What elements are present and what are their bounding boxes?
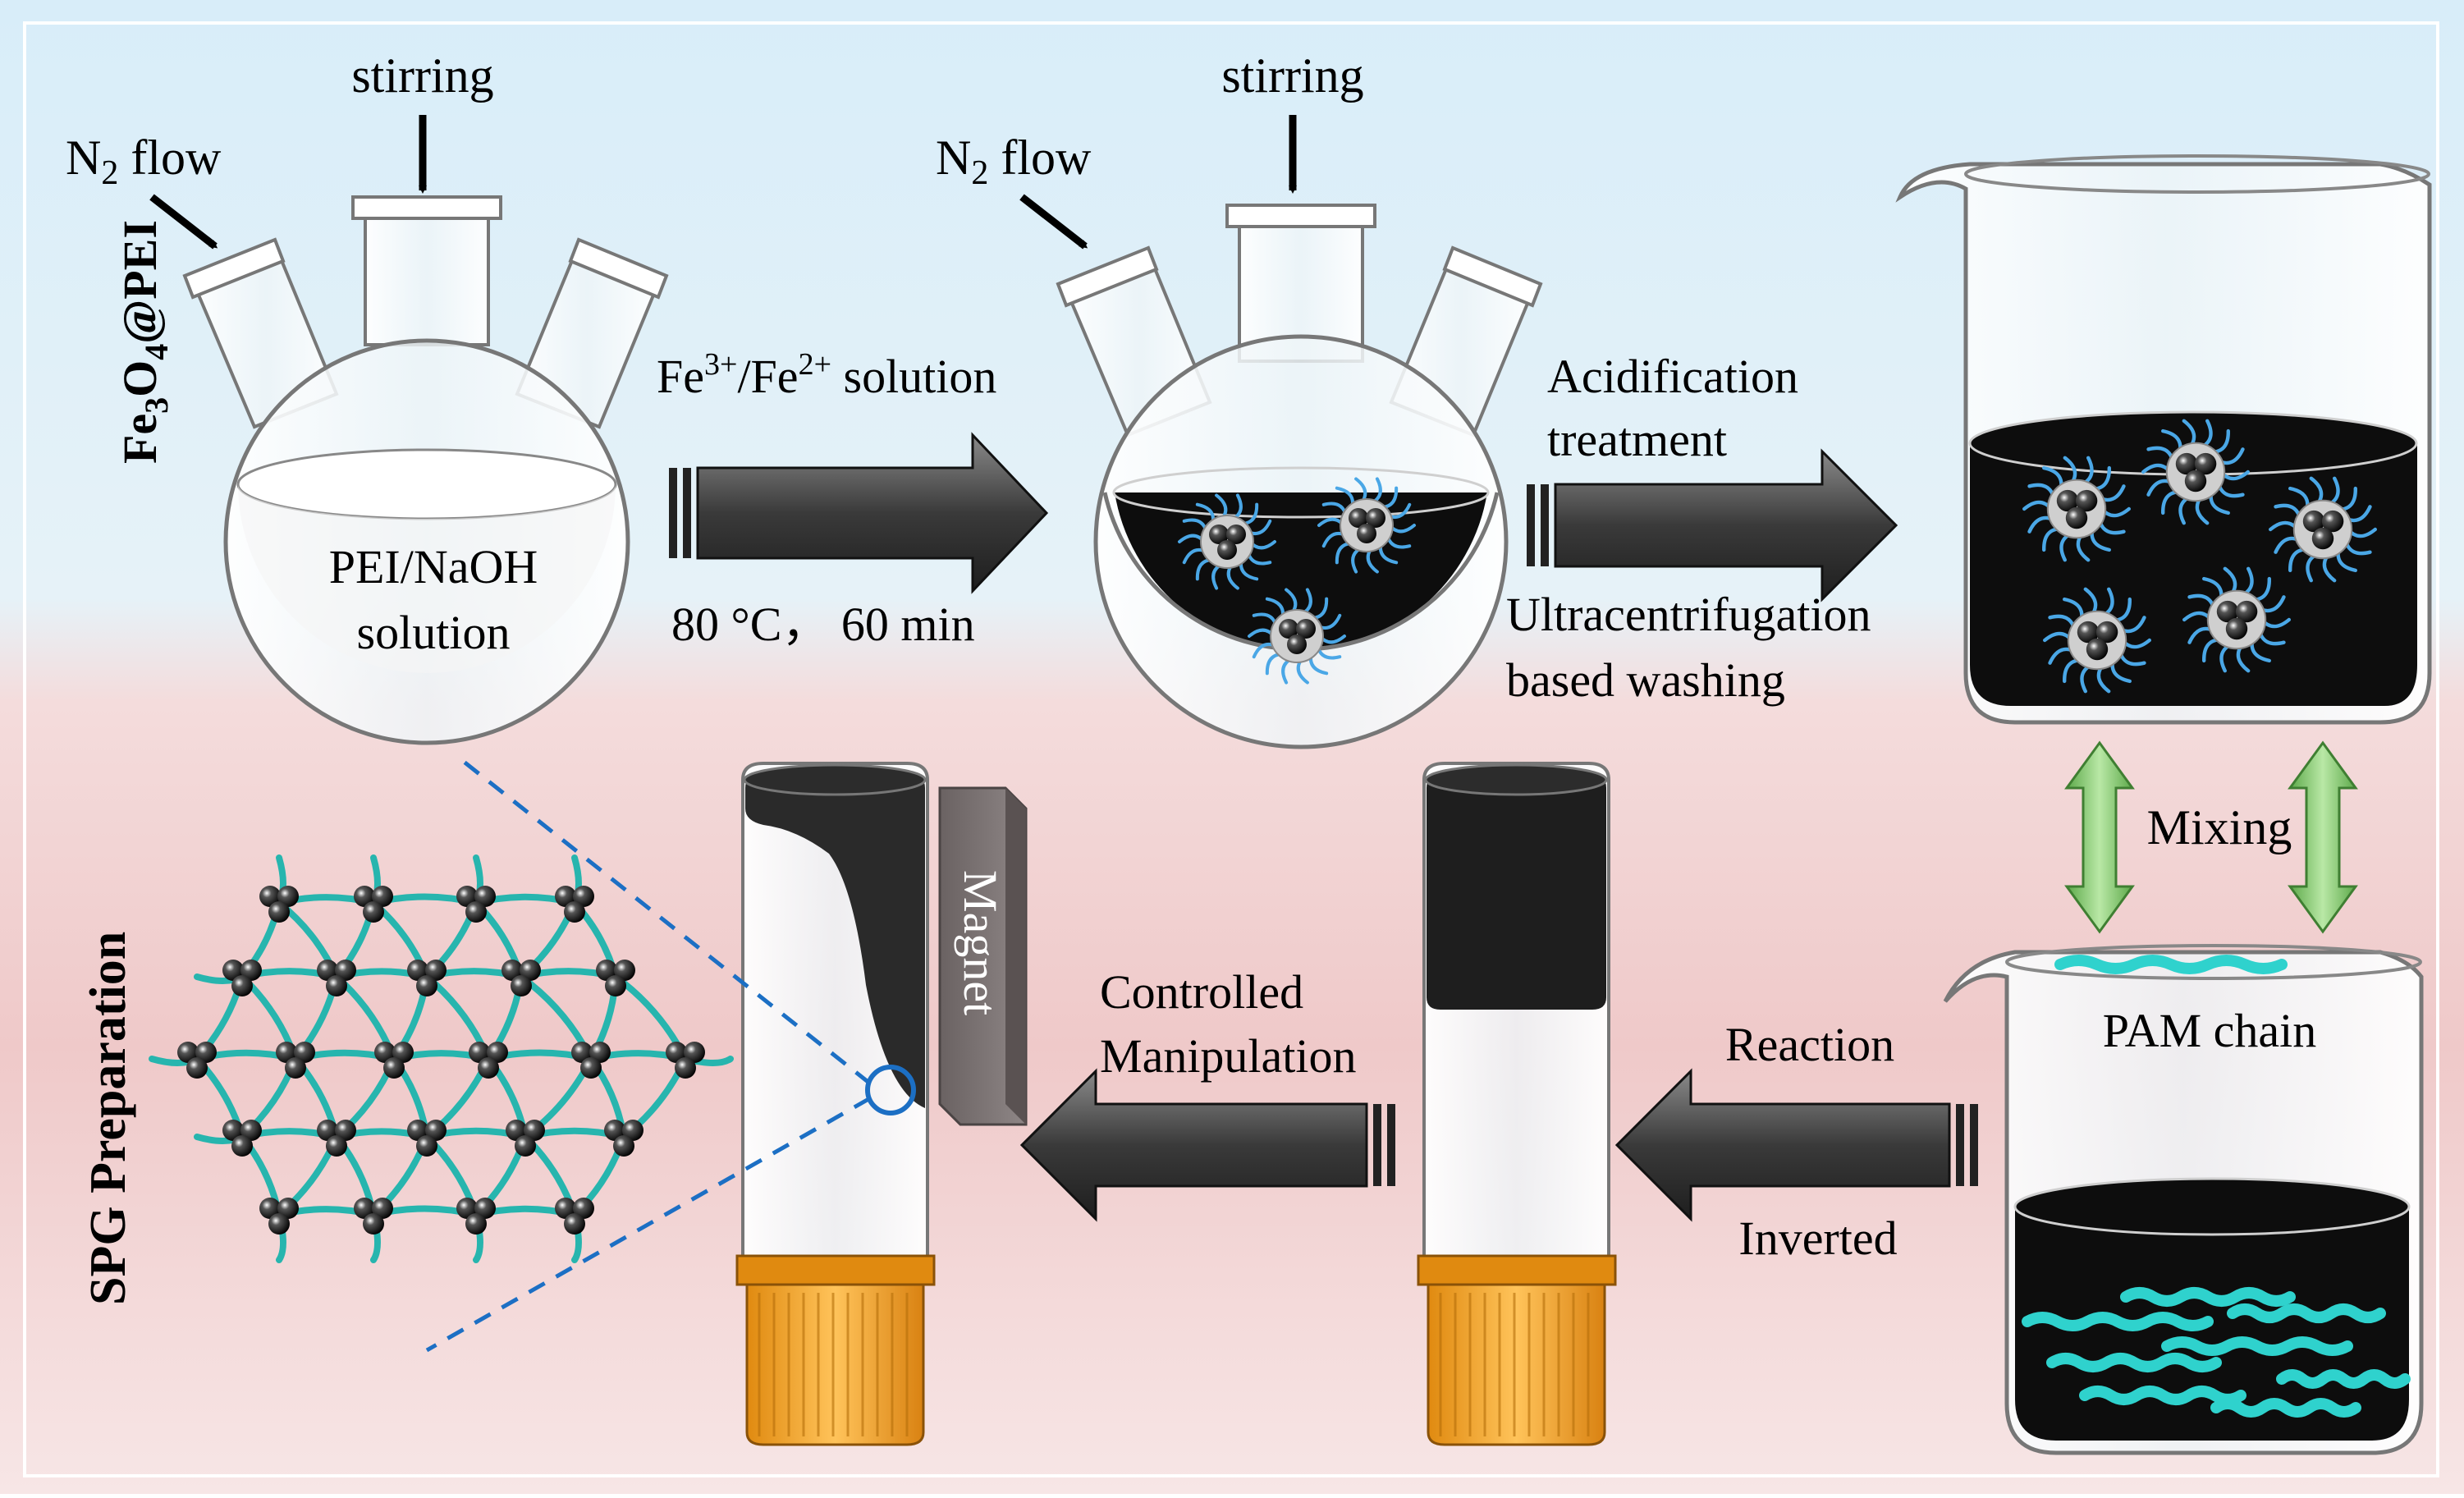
crosslink-node [374, 1042, 414, 1079]
particle [1317, 477, 1416, 574]
ultracentrifugation-label-line2: based washing [1506, 653, 1785, 707]
acidification-label-line2: treatment [1547, 413, 1727, 466]
crosslink-node [317, 960, 356, 996]
particle [2269, 476, 2377, 583]
pam-chain-top [2054, 955, 2288, 974]
crosslink-node [222, 1120, 262, 1157]
mixing-label: Mixing [2147, 800, 2292, 854]
beaker-fe3o4-pei [1895, 154, 2432, 725]
pam-chain [2161, 1336, 2353, 1356]
stirring-label-2: stirring [1221, 48, 1363, 103]
crosslink-node [354, 886, 393, 923]
process-arrow-1 [669, 432, 1049, 594]
crosslink-node [502, 960, 541, 996]
flask-fe3o4-reaction [1056, 204, 1543, 749]
crosslink-node [222, 960, 262, 996]
crosslink-node [259, 1198, 299, 1235]
pam-chain [2022, 1312, 2214, 1331]
process-arrow-2 [1527, 448, 1898, 602]
pei-label-line1: PEI/NaOH [329, 540, 538, 593]
particle [1248, 588, 1346, 685]
pam-chain [2079, 1386, 2246, 1405]
crosslink-node [456, 1198, 496, 1235]
pam-chain [2210, 1398, 2361, 1418]
crosslink-node [407, 1120, 447, 1157]
crosslink-node [555, 886, 594, 923]
crosslink-node [177, 1042, 217, 1079]
flask-pei-naoh: PEI/NaOH solution [182, 195, 669, 745]
crosslink-node [354, 1198, 393, 1235]
tube-2-cap-ribs [1439, 1293, 1590, 1436]
pam-chain-label: PAM chain [2103, 1004, 2317, 1057]
crosslink-node [469, 1042, 508, 1079]
outer-border [23, 21, 2439, 1477]
n2-arrow-1 [149, 194, 218, 250]
pei-label-line2: solution [357, 606, 511, 659]
magnet-label: Magnet [954, 870, 1007, 1015]
particle [2022, 456, 2131, 562]
pam-chain [2120, 1287, 2296, 1307]
section-title-bottom: SPG Preparation [80, 932, 136, 1305]
tube-1-cap-ribs [758, 1293, 909, 1436]
pam-chain [2276, 1369, 2411, 1389]
flask-2-particles [1178, 477, 1416, 685]
crosslink-node [604, 1120, 643, 1157]
n2-flow-label-1: N2 flow [66, 131, 222, 192]
crosslink-node [456, 886, 496, 923]
crosslink-node [596, 960, 635, 996]
acidification-label-line1: Acidification [1547, 350, 1798, 403]
crosslink-node [506, 1120, 545, 1157]
magnet: Magnet [938, 786, 1028, 1126]
beaker-1-particles [2022, 419, 2377, 694]
gel-network [149, 854, 734, 1263]
zoom-line-bottom [425, 1096, 872, 1353]
process-arrow-4 [1019, 1068, 1395, 1222]
pam-chain [2046, 1353, 2222, 1372]
controlled-label-line1: Controlled [1100, 965, 1303, 1019]
conditions-label: 80 °C， 60 min [671, 598, 975, 651]
crosslink-node [555, 1198, 594, 1235]
particle [1178, 493, 1276, 590]
crosslink-node [259, 886, 299, 923]
zoom-line-top [454, 754, 872, 1085]
crosslink-node [317, 1120, 356, 1157]
tube-inverted-gel [1417, 762, 1617, 1446]
crosslink-node [666, 1042, 705, 1079]
n2-arrow-2 [1019, 194, 1088, 250]
stirring-label-1: stirring [351, 48, 493, 103]
tube-magnet-attraction [735, 762, 936, 1446]
pam-chain [2227, 1303, 2386, 1323]
fe-solution-label: Fe3+/Fe2+ solution [657, 347, 996, 403]
particle [2141, 419, 2250, 525]
inverted-label: Inverted [1738, 1212, 1897, 1265]
mixing-arrow-right [2288, 740, 2358, 934]
particle [2182, 566, 2291, 673]
particle [2043, 587, 2151, 694]
section-title-top: Fe3O4@PEI [113, 220, 175, 464]
controlled-label-line2: Manipulation [1100, 1029, 1357, 1083]
n2-flow-label-2: N2 flow [936, 131, 1092, 192]
mixing-arrow-left [2064, 740, 2135, 934]
reaction-label: Reaction [1725, 1018, 1894, 1071]
pam-chains [2022, 955, 2411, 1418]
crosslink-node [276, 1042, 315, 1079]
process-arrow-3 [1614, 1068, 1978, 1222]
crosslink-node [571, 1042, 611, 1079]
crosslink-node [407, 960, 447, 996]
ultracentrifugation-label-line1: Ultracentrifugation [1506, 588, 1871, 641]
